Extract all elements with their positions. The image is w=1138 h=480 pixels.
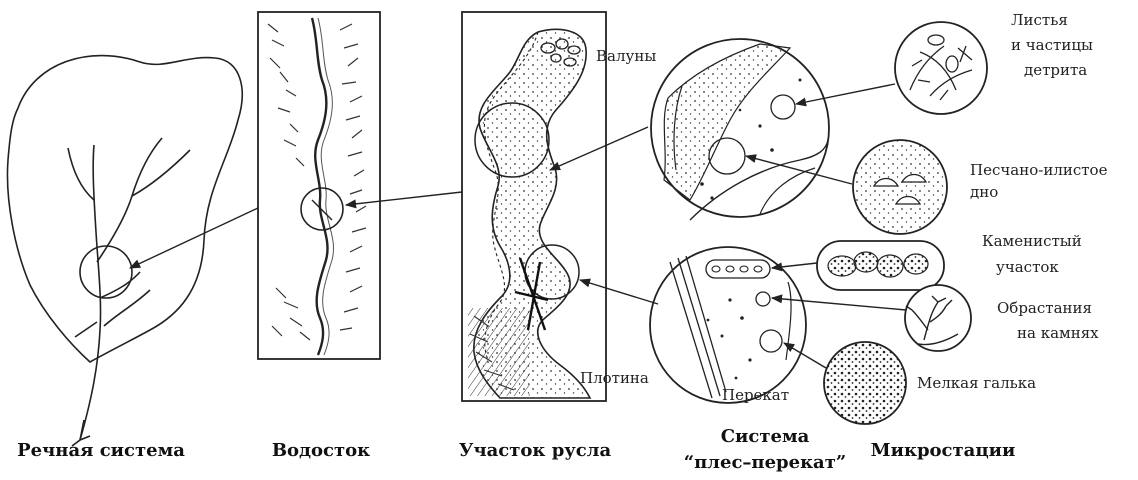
label-leaves-line3: детрита: [1024, 60, 1087, 80]
riffle-circle: [650, 247, 806, 403]
caption-pool-riffle-line1: Система: [690, 426, 840, 448]
label-dam: Плотина: [580, 368, 649, 388]
growth-circle: [905, 285, 971, 351]
watershed-outline: [7, 56, 242, 362]
label-stony-line1: Каменистый: [982, 231, 1082, 251]
drain-sketch: [258, 12, 380, 359]
caption-microhabitats: Микростации: [868, 440, 1018, 462]
label-boulders: Валуны: [596, 46, 656, 66]
label-stony-line2: участок: [996, 257, 1059, 277]
label-sandy-line2: дно: [970, 182, 998, 202]
label-pebble: Мелкая галька: [917, 373, 1036, 393]
river-system-sketch: [7, 56, 242, 446]
arrow-pool-to-channel: [550, 127, 648, 170]
label-growth-line2: на камнях: [1017, 323, 1099, 343]
arrow-riffle-to-channel: [580, 280, 658, 304]
label-riffle: Перекат: [722, 385, 789, 405]
pool-riffle-sketch: [650, 39, 829, 403]
label-sandy-line1: Песчано-илистое: [970, 160, 1107, 180]
arrow-channel-to-drain: [346, 192, 462, 205]
pebble-circle: [824, 342, 906, 424]
label-leaves-line2: и частицы: [1011, 35, 1093, 55]
microhabitat-sketches: [817, 22, 987, 424]
caption-drain: Водосток: [256, 440, 386, 462]
label-leaves-line1: Листья: [1011, 10, 1068, 30]
caption-channel: Участок русла: [450, 440, 620, 462]
sandy-circle: [853, 140, 947, 234]
arrow-drain-to-river: [130, 208, 258, 268]
drain-focus-circle: [80, 246, 132, 298]
caption-river-system: Речная система: [6, 440, 196, 462]
label-growth-line1: Обрастания: [997, 298, 1092, 318]
caption-pool-riffle-line2: “плес–перекат”: [680, 452, 850, 474]
channel-sketch: [462, 12, 606, 401]
